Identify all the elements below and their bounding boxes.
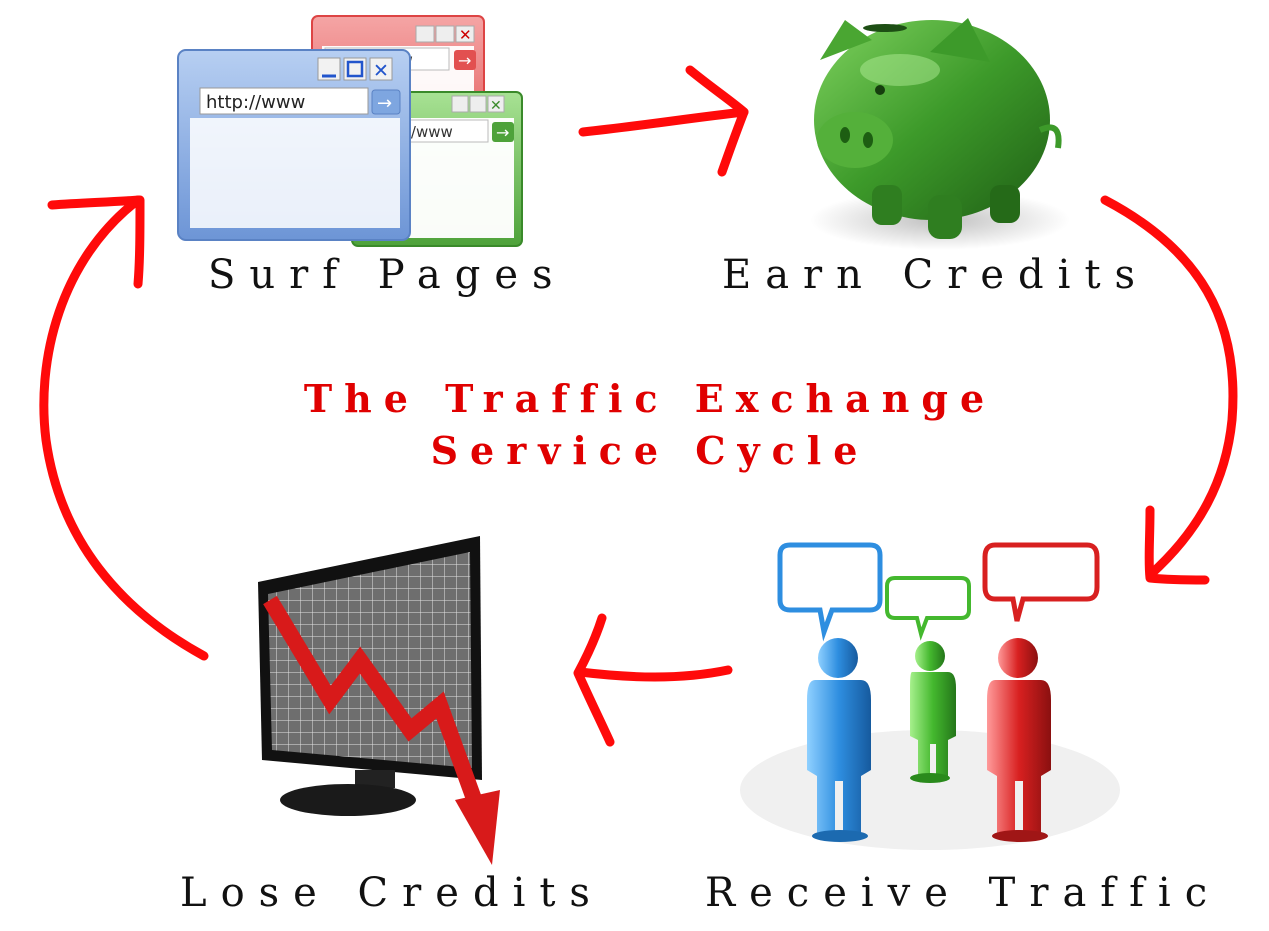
monitor-chart-illustration xyxy=(258,536,500,865)
close-icon: ✕ xyxy=(490,98,502,114)
arrowhead-lose-to-surf xyxy=(47,195,145,289)
speech-bubble-green xyxy=(885,576,971,641)
person-green xyxy=(910,641,956,783)
go-arrow-icon: → xyxy=(377,93,392,114)
arrow-lose-to-surf xyxy=(39,195,209,661)
go-arrow-icon: → xyxy=(496,123,509,142)
step-label-lose-credits: Lose Credits xyxy=(180,870,604,916)
piggy-bank-illustration xyxy=(810,18,1070,250)
cycle-arrows xyxy=(39,65,1238,747)
go-arrow-icon: → xyxy=(458,51,471,70)
arrow-earn-to-receive xyxy=(1100,195,1238,580)
arrow-surf-to-earn xyxy=(578,107,749,137)
close-icon: ✕ xyxy=(459,26,472,44)
maximize-icon xyxy=(346,60,364,78)
speech-bubble-red xyxy=(982,542,1100,622)
diagram-title-line-1: The Traffic Exchange xyxy=(303,376,997,421)
speech-bubble-blue xyxy=(777,542,883,642)
browser-windows-illustration: http://www → ✕ http://www → ✕ http:/ xyxy=(177,15,523,247)
person-red xyxy=(987,638,1051,842)
arrowhead-earn-to-receive xyxy=(1144,505,1210,585)
people-talking-illustration xyxy=(740,542,1120,850)
browser-url-text: http://www xyxy=(206,92,305,113)
close-icon: ✕ xyxy=(373,60,389,82)
diagram-title-line-2: Service Cycle xyxy=(430,428,870,473)
person-blue xyxy=(807,638,871,842)
arrow-receive-to-lose xyxy=(575,665,733,682)
step-label-receive-traffic: Receive Traffic xyxy=(705,870,1222,916)
arrowhead-surf-to-earn xyxy=(685,65,749,177)
step-label-earn-credits: Earn Credits xyxy=(722,252,1150,298)
browser-window-blue: http://www → ✕ xyxy=(177,49,411,241)
step-label-surf-pages: Surf Pages xyxy=(208,252,567,298)
arrowhead-receive-to-lose xyxy=(573,613,615,747)
